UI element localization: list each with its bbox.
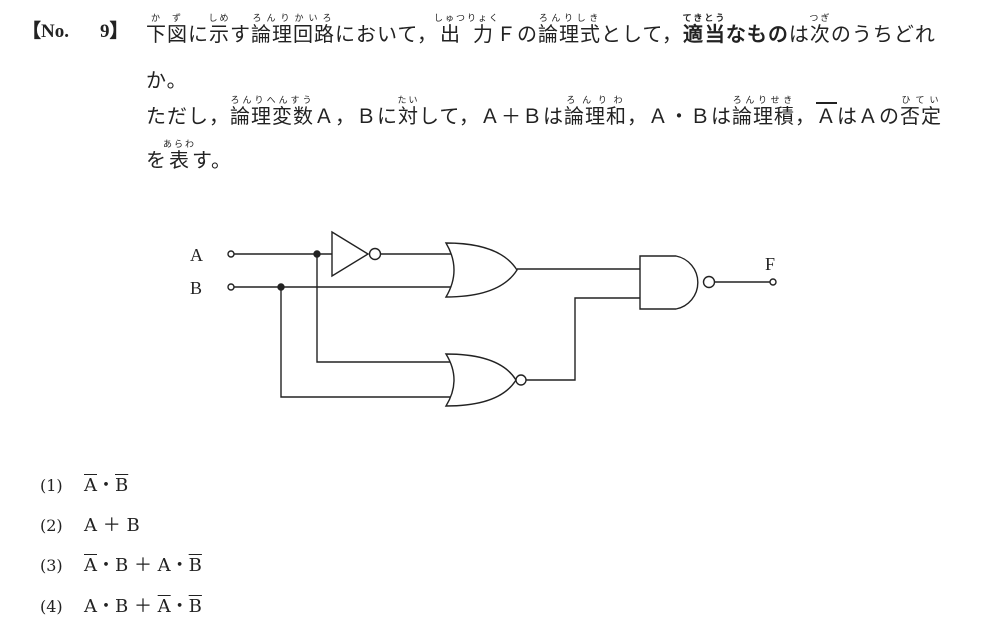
text-segment: はＡの [837, 104, 900, 128]
option-4[interactable]: (4) A・B ＋ A・B [40, 592, 202, 618]
ruby-word: 表あらわ [163, 140, 197, 172]
text-segment: ・B ＋ A・ [97, 555, 189, 576]
furigana: つぎ [809, 14, 832, 24]
text-segment: として， [601, 22, 684, 46]
option-expression: A・B ＋ A・B [84, 555, 202, 576]
option-2[interactable]: (2) A ＋ B [40, 511, 140, 537]
furigana: てきとう [682, 14, 727, 24]
option-expression: A ＋ B [84, 515, 140, 536]
option-1[interactable]: (1) A・B [40, 471, 128, 497]
not-gate [331, 230, 382, 278]
ruby-word: 論理積ろんりせき [732, 96, 795, 128]
text-segment: は [788, 22, 810, 46]
negated-variable: B [188, 596, 202, 617]
ruby-word: 次つぎ [809, 14, 832, 46]
furigana: あらわ [163, 140, 197, 150]
negated-variable: B [115, 475, 129, 496]
input-b-label: B [190, 278, 202, 298]
furigana: ろんりしき [538, 14, 602, 24]
option-number: (2) [40, 516, 63, 535]
negated-variable: A [157, 596, 171, 617]
option-3[interactable]: (3) A・B ＋ A・B [40, 551, 202, 577]
junction-b [277, 283, 285, 291]
ruby-word: 出力しゅつりょく [434, 14, 501, 46]
text-segment: において， [335, 22, 438, 46]
ruby-word: 適当てきとう [682, 14, 727, 46]
text-segment: ・ [170, 596, 189, 617]
nor-gate [444, 353, 527, 407]
option-expression: A・B [84, 475, 128, 496]
question-line-4: を表あらわす。 [146, 140, 232, 173]
text-segment: なもの [725, 22, 789, 46]
negated-variable: A [84, 555, 97, 576]
or-gate [444, 242, 518, 298]
ruby-word: 論理式ろんりしき [538, 14, 602, 46]
text-segment: のうちどれ [830, 22, 936, 46]
furigana: ろんりわ [564, 96, 627, 106]
junction-a [313, 250, 321, 258]
input-b-terminal [227, 283, 235, 291]
question-line-3: ただし，論理変数ろんりへんすうＡ，Ｂに対たいして，Ａ＋Ｂは論理和ろんりわ，Ａ・Ｂ… [146, 96, 942, 129]
option-expression: A・B ＋ A・B [84, 596, 202, 617]
furigana: たい [397, 96, 420, 106]
text-segment: ただし， [146, 104, 230, 128]
output-f-label: F [765, 254, 775, 274]
text-segment: に [188, 22, 209, 46]
text-segment: Ｆの [496, 22, 539, 46]
text-segment: して，Ａ＋Ｂは [419, 104, 564, 128]
negated-variable: A [84, 475, 97, 496]
furigana: かず [146, 14, 188, 24]
input-a-label: A [190, 245, 203, 265]
furigana: ろんりへんすう [230, 96, 314, 106]
option-number: (4) [40, 597, 63, 616]
text-segment: ， [795, 104, 816, 128]
furigana: ろんりかいろ [251, 14, 335, 24]
ruby-word: 論理変数ろんりへんすう [230, 96, 314, 128]
option-number: (1) [40, 476, 63, 495]
text-segment: Ａ，Ｂに [314, 104, 398, 128]
option-number: (3) [40, 556, 63, 575]
ruby-word: 否定ひてい [900, 96, 942, 128]
wires [227, 250, 777, 398]
text-segment: す。 [192, 148, 232, 172]
ruby-word: 論理和ろんりわ [564, 96, 627, 128]
negated-variable: B [188, 555, 202, 576]
furigana: ろんりせき [732, 96, 795, 106]
ruby-word: 示しめ [208, 14, 231, 46]
text-segment: A ＋ B [84, 515, 140, 536]
question-line-2: か。 [146, 64, 188, 93]
negated-variable: Ａ [816, 104, 837, 128]
furigana: しめ [208, 14, 231, 24]
question-number-label: 【No. [22, 21, 69, 42]
nand-gate [639, 255, 716, 310]
furigana: ひてい [900, 96, 942, 106]
furigana: しゅつりょく [434, 14, 501, 24]
question-number-value: 9】 [100, 21, 129, 42]
ruby-word: 論理回路ろんりかいろ [251, 14, 335, 46]
input-a-terminal [227, 250, 235, 258]
text-segment: ・ [97, 475, 115, 496]
text-segment: A・B ＋ [84, 596, 158, 617]
ruby-word: 下図かず [146, 14, 188, 46]
text-segment: す [230, 22, 251, 46]
question-line-1: 下図かずに示しめす論理回路ろんりかいろにおいて，出力しゅつりょくＦの論理式ろんり… [146, 14, 936, 47]
text-segment: ，Ａ・Ｂは [627, 104, 732, 128]
ruby-word: 対たい [397, 96, 420, 128]
text-segment: を [146, 148, 167, 172]
question-number: 【No. 9】 [22, 16, 129, 43]
output-terminal [769, 278, 777, 286]
text-segment: か。 [146, 68, 188, 92]
